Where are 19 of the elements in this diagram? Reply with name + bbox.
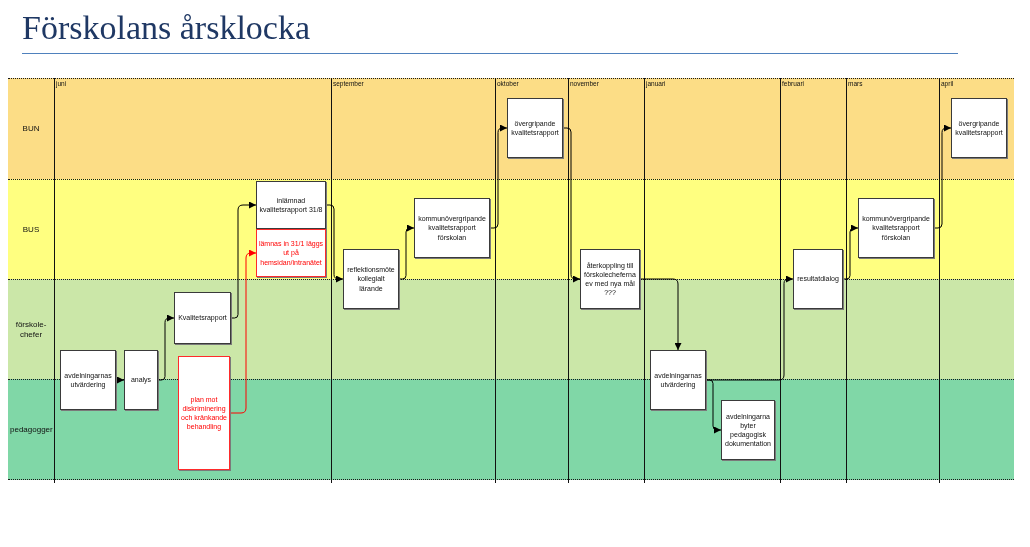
connector-arrow [705, 275, 794, 381]
swimlane [8, 379, 1014, 480]
lane-label: förskole-chefer [14, 319, 48, 340]
diagram-title: Förskolans årsklocka [22, 8, 310, 48]
connector-arrow [639, 278, 682, 351]
connector-arrow [842, 224, 859, 280]
connector-arrow [325, 204, 344, 283]
connector-arrow [398, 224, 415, 280]
connector-arrow [933, 124, 952, 229]
connector-arrow [230, 201, 257, 319]
lane-label: BUN [22, 124, 40, 134]
swimlane [8, 78, 1014, 179]
connector-arrow [229, 249, 257, 414]
lane-label: pedagogger [10, 424, 52, 435]
connector-arrow [115, 376, 125, 384]
lane-label: BUS [22, 224, 40, 235]
connector-arrow [157, 314, 175, 381]
connector-arrow [489, 124, 508, 229]
connector-arrow [562, 127, 581, 283]
